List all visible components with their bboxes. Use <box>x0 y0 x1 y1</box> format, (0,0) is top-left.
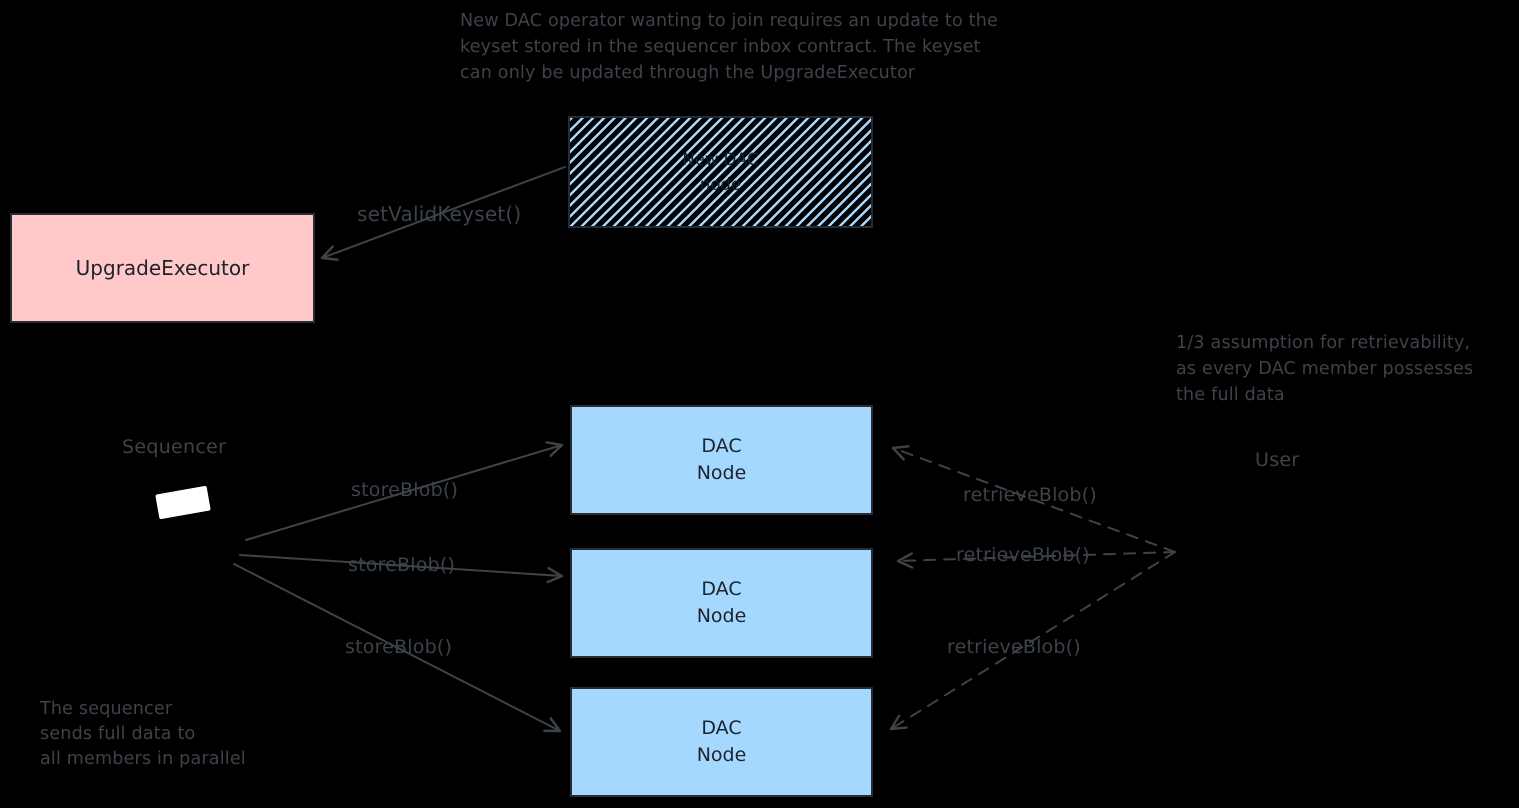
note-parallel-send: The sequencer sends full data to all mem… <box>40 699 246 769</box>
arrow-store-blob-2 <box>239 554 564 584</box>
arrow-set-valid-keyset <box>320 166 566 261</box>
edge-label-store-blob-1: storeBlob() <box>351 479 459 501</box>
arrow-store-blob-1 <box>245 441 564 541</box>
upgrade-executor-box: UpgradeExecutor <box>10 213 315 323</box>
dac-node-box-1: DAC Node <box>570 405 873 515</box>
sequencer-label: Sequencer <box>122 436 227 458</box>
arrow-retrieve-blob-2 <box>896 551 1176 569</box>
new-dac-node-box: New DAC node <box>568 116 873 228</box>
arrow-retrieve-blob-1 <box>891 445 1176 553</box>
edge-label-retrieve-blob-2: retrieveBlob() <box>956 544 1090 566</box>
edge-label-retrieve-blob-1: retrieveBlob() <box>963 484 1097 506</box>
edge-label-store-blob-3: storeBlob() <box>345 636 453 658</box>
note-keyset-update: New DAC operator wanting to join require… <box>460 11 998 83</box>
arrow-store-blob-3 <box>233 563 562 733</box>
arrow-retrieve-blob-3 <box>889 551 1176 731</box>
edge-label-set-valid-keyset: setValidKeyset() <box>357 202 522 226</box>
edge-label-store-blob-2: storeBlob() <box>348 554 456 576</box>
edge-label-retrieve-blob-3: retrieveBlob() <box>947 636 1081 658</box>
dac-node-box-2: DAC Node <box>570 548 873 658</box>
dac-node-box-3: DAC Node <box>570 687 873 797</box>
user-label: User <box>1255 449 1300 471</box>
note-retrievability-assumption: 1/3 assumption for retrievability, as ev… <box>1176 333 1474 405</box>
